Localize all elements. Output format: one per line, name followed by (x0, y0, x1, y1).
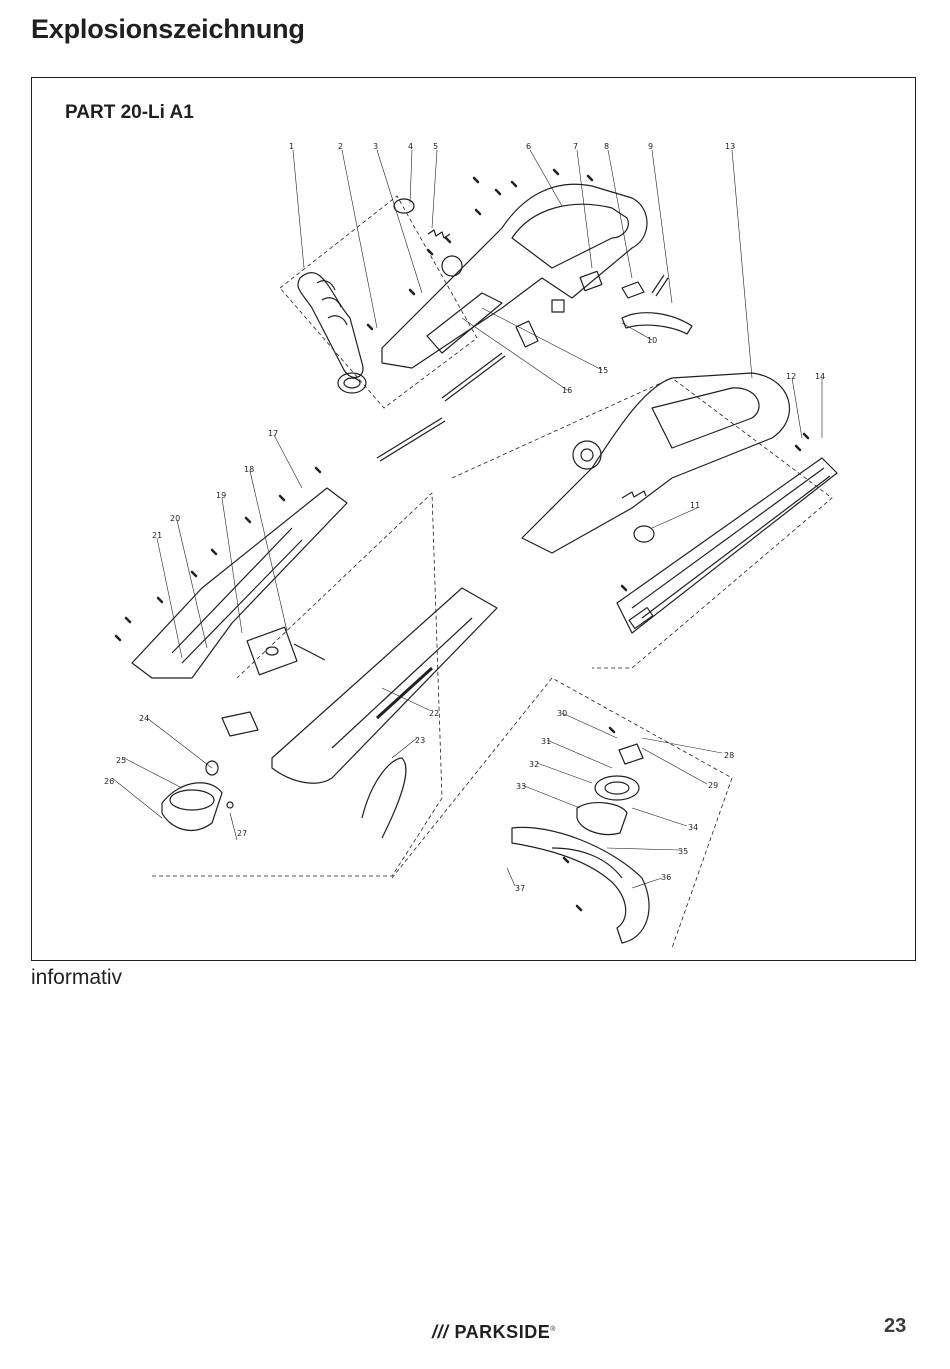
label-17: 17 (268, 429, 278, 438)
label-34: 34 (688, 823, 698, 832)
label-26: 26 (104, 777, 114, 786)
label-25: 25 (116, 756, 126, 765)
model-name: PART 20-Li A1 (65, 102, 194, 123)
label-19: 19 (216, 491, 226, 500)
part-trimmer-head (511, 743, 650, 944)
part-lower-housing (131, 487, 348, 737)
label-22: 22 (429, 709, 439, 718)
part-rods (376, 352, 506, 462)
brand-registered-mark: ® (550, 1326, 556, 1333)
brand-name: PARKSIDE (454, 1322, 551, 1342)
exploded-view-frame: PART 20-Li A1 (31, 77, 916, 961)
brand-logo: /// PARKSIDE® (432, 1322, 556, 1343)
label-14: 14 (815, 372, 825, 381)
label-37: 37 (515, 884, 525, 893)
label-24: 24 (139, 714, 149, 723)
part-upper-housing (381, 183, 648, 369)
part-wire-loop (361, 757, 407, 839)
label-20: 20 (170, 514, 180, 523)
label-13: 13 (725, 142, 735, 151)
label-7: 7 (573, 142, 578, 151)
label-28: 28 (724, 751, 734, 760)
leader-lines (111, 149, 823, 889)
figure-caption: informativ (31, 966, 123, 989)
label-27: 27 (237, 829, 247, 838)
part-tube (271, 587, 498, 784)
label-11: 11 (690, 501, 700, 510)
label-2: 2 (338, 142, 343, 151)
label-6: 6 (526, 142, 531, 151)
label-35: 35 (678, 847, 688, 856)
label-15: 15 (598, 366, 608, 375)
brand-slashes: /// (432, 1322, 449, 1342)
label-16: 16 (562, 386, 572, 395)
label-4: 4 (408, 142, 413, 151)
part-knob-spring (393, 198, 451, 239)
label-12: 12 (786, 372, 796, 381)
label-23: 23 (415, 736, 425, 745)
part-shaft-cover (616, 457, 838, 634)
part-middle-housing (521, 372, 790, 554)
label-5: 5 (433, 142, 438, 151)
label-9: 9 (648, 142, 653, 151)
label-32: 32 (529, 760, 539, 769)
part-number-labels: 1 2 3 4 5 6 7 8 9 10 11 12 13 14 15 16 1… (104, 142, 825, 893)
label-33: 33 (516, 782, 526, 791)
exploded-view-drawing: 1 2 3 4 5 6 7 8 9 10 11 12 13 14 15 16 1… (104, 142, 838, 949)
label-3: 3 (373, 142, 378, 151)
page-number: 23 (884, 1315, 907, 1337)
label-31: 31 (541, 737, 551, 746)
label-21: 21 (152, 531, 162, 540)
label-29: 29 (708, 781, 718, 790)
group-outlines (152, 195, 833, 949)
screws (114, 168, 810, 912)
label-1: 1 (289, 142, 294, 151)
label-30: 30 (557, 709, 567, 718)
label-8: 8 (604, 142, 609, 151)
part-switch-parts (515, 270, 693, 348)
label-10: 10 (647, 336, 657, 345)
part-handle-grip (297, 271, 367, 394)
label-18: 18 (244, 465, 254, 474)
page-title: Explosionszeichnung (31, 14, 305, 44)
label-36: 36 (661, 873, 671, 882)
part-spool-base (161, 760, 234, 832)
